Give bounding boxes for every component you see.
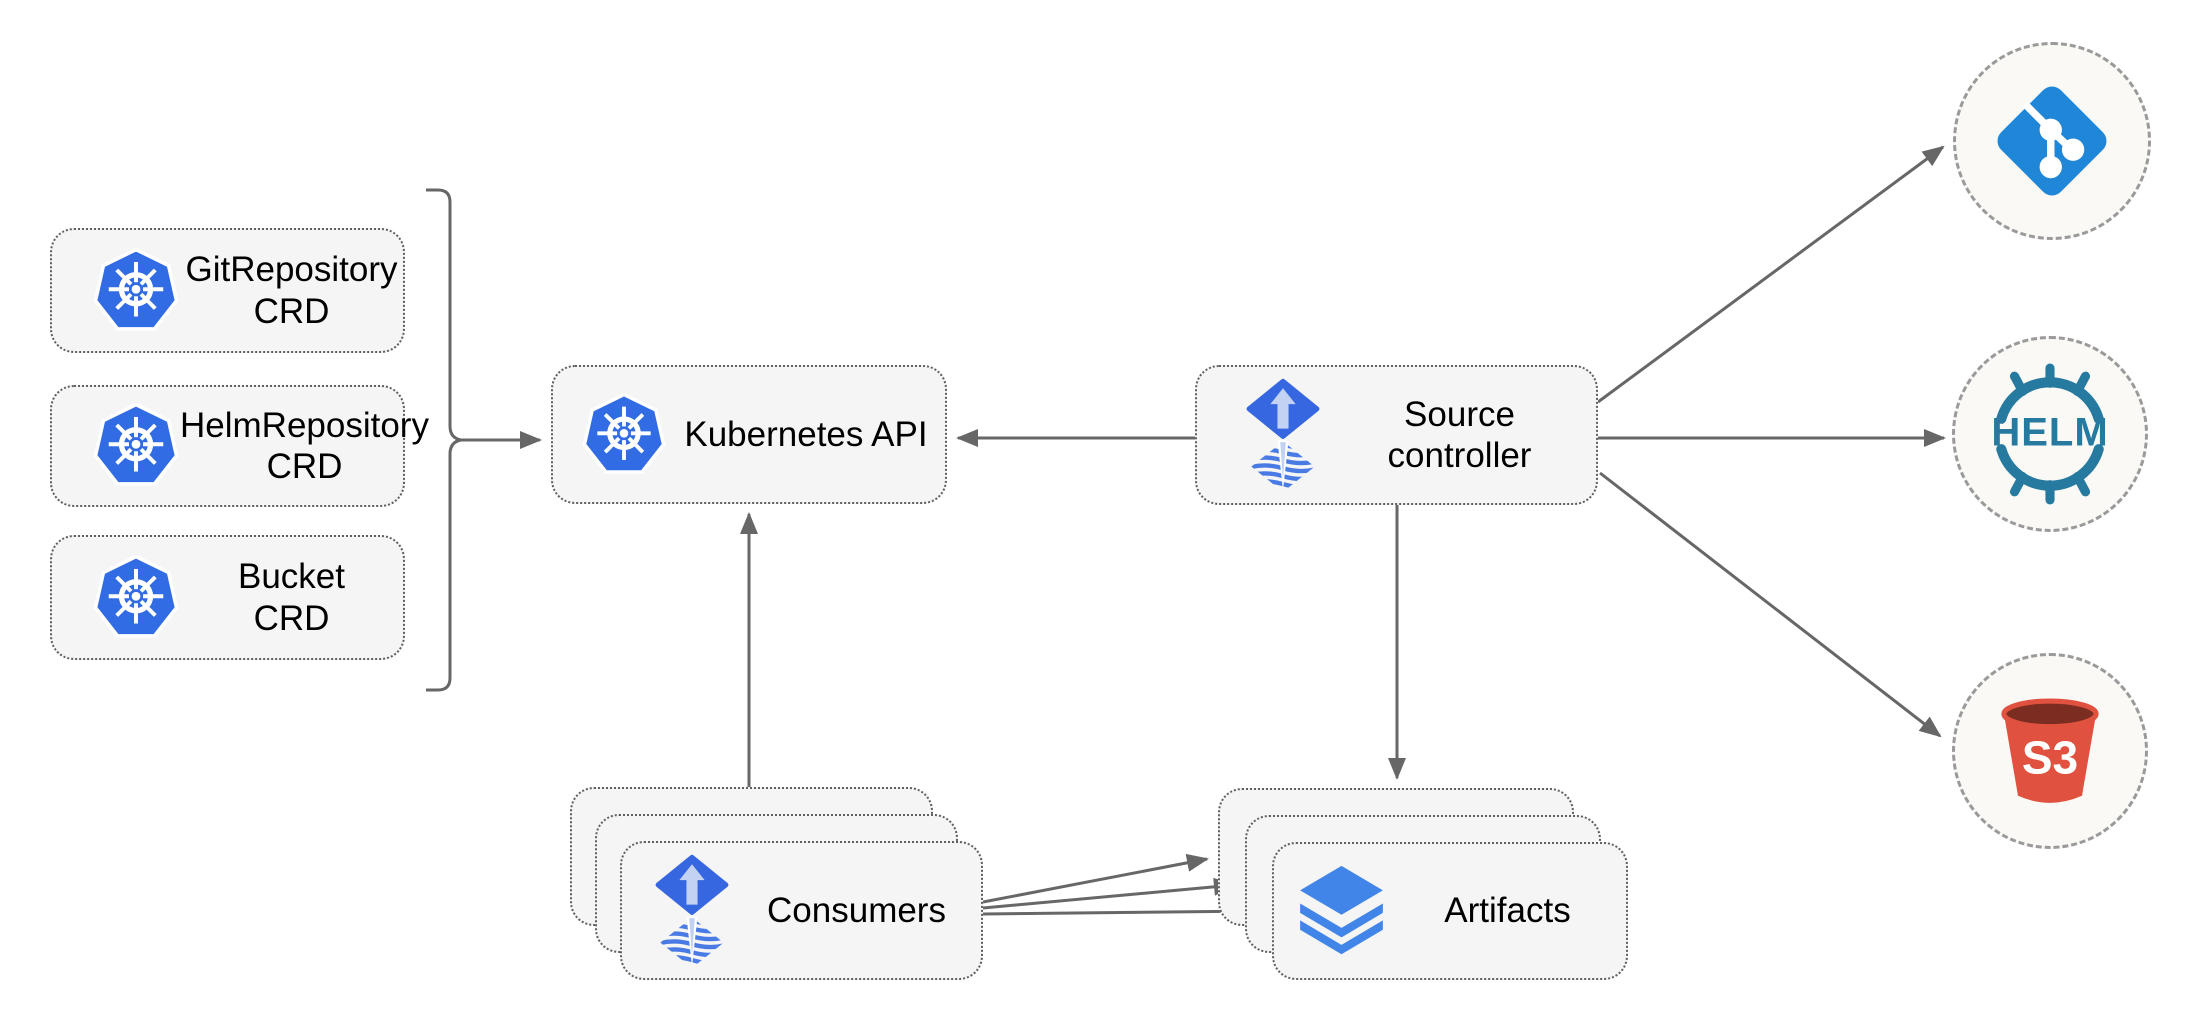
kubernetes-icon [581, 389, 667, 481]
layers-icon [1294, 864, 1389, 958]
arrow-consumers-to-artifacts-1 [982, 853, 1209, 904]
node-label: Artifacts [1444, 891, 1571, 931]
external-git-source [1953, 42, 2151, 240]
kubernetes-icon [92, 552, 180, 644]
flux-icon [652, 854, 732, 968]
git-icon [1990, 79, 2114, 203]
node-artifacts: Artifacts [1272, 842, 1628, 980]
node-label: Kubernetes API [684, 414, 928, 454]
kubernetes-icon [92, 245, 180, 337]
node-consumers: Consumers [620, 841, 983, 980]
s3-wordmark: S3 [2021, 731, 2079, 784]
flux-icon [1243, 378, 1323, 492]
arrow-consumers-to-artifacts-2 [982, 877, 1236, 910]
node-source-controller: Source controller [1195, 365, 1598, 505]
node-label: Bucket CRD [238, 557, 345, 638]
node-label: Consumers [767, 890, 946, 930]
node-kubernetes-api: Kubernetes API [551, 365, 947, 504]
node-label: GitRepository CRD [185, 250, 398, 331]
node-label: HelmRepository CRD [180, 405, 429, 486]
arrow-sc-to-s3 [1599, 471, 1942, 738]
node-label: Source controller [1387, 394, 1532, 475]
helm-wordmark: HELM [1991, 410, 2109, 455]
external-s3-source: S3 [1952, 653, 2148, 849]
helm-wheel-icon [1996, 363, 2104, 505]
external-helm-source: HELM [1952, 336, 2148, 532]
node-gitrepository-crd: GitRepository CRD [50, 228, 405, 353]
node-helmrepository-crd: HelmRepository CRD [50, 385, 429, 507]
crd-group-bracket [426, 188, 462, 692]
kubernetes-icon [92, 400, 180, 492]
node-bucket-crd: Bucket CRD [50, 535, 405, 660]
arrow-sc-to-git [1597, 145, 1945, 404]
s3-bucket-icon [2001, 698, 2099, 803]
